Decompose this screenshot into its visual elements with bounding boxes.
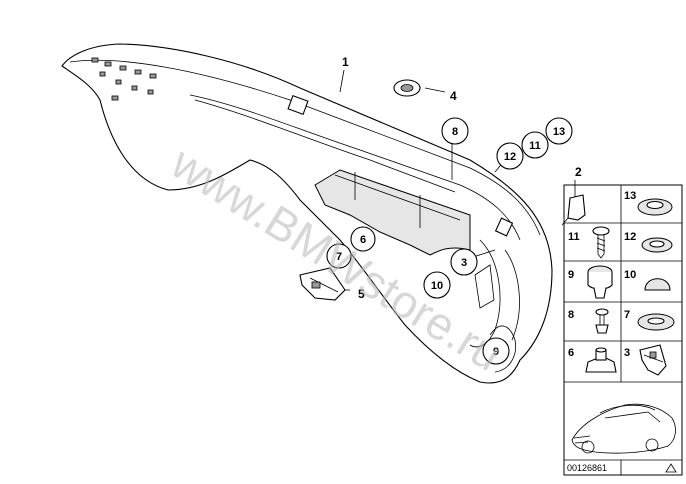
callout-7-label: 7 <box>336 251 342 263</box>
grid-cell-12: 12 <box>624 231 673 253</box>
bumper-shell <box>61 43 553 384</box>
callout-3: 3 <box>450 248 478 276</box>
warning-triangle-icon <box>665 463 677 473</box>
grid-label-11: 11 <box>568 231 580 243</box>
grid-cell-13: 13 <box>624 190 673 216</box>
label-2: 2 <box>575 165 582 179</box>
grid-label-9: 9 <box>568 269 574 281</box>
grid-cell-7: 7 <box>624 309 675 331</box>
callout-8: 8 <box>441 117 469 145</box>
callout-10-label: 10 <box>431 280 443 292</box>
callout-13-label: 13 <box>553 126 565 138</box>
label-1: 1 <box>342 55 349 69</box>
grid-label-10: 10 <box>624 269 636 281</box>
part-4-clip <box>393 79 421 97</box>
callout-3-label: 3 <box>461 257 467 269</box>
grid-cell-10: 10 <box>624 269 671 291</box>
grid-label-6: 6 <box>568 347 574 359</box>
car-thumbnail <box>571 403 676 454</box>
grid-label-12: 12 <box>624 231 636 243</box>
label-4: 4 <box>450 89 457 103</box>
part-2-bracket <box>561 194 586 226</box>
grid-cell-6: 6 <box>568 347 617 373</box>
parts-grid <box>563 184 683 476</box>
grid-label-13: 13 <box>624 190 636 202</box>
callout-12-label: 12 <box>504 151 516 163</box>
callout-11: 11 <box>521 131 549 159</box>
callout-6-label: 6 <box>360 234 366 246</box>
callout-9: 9 <box>482 337 510 365</box>
grid-cell-11: 11 <box>568 226 610 259</box>
callout-13: 13 <box>545 117 573 145</box>
grid-label-7: 7 <box>624 309 630 321</box>
callout-9-label: 9 <box>493 346 499 358</box>
label-5: 5 <box>358 287 365 301</box>
grid-label-3: 3 <box>624 347 630 359</box>
callout-12: 12 <box>496 142 524 170</box>
callout-8-label: 8 <box>452 126 458 138</box>
grid-cell-9: 9 <box>568 265 613 299</box>
callout-11-label: 11 <box>529 140 541 152</box>
callout-7: 7 <box>326 243 352 269</box>
part-5-bracket <box>299 267 346 301</box>
grid-cell-8: 8 <box>568 308 609 334</box>
diagram-code: 00126861 <box>567 463 607 473</box>
grid-cell-3: 3 <box>624 344 667 376</box>
callout-10: 10 <box>423 271 451 299</box>
grid-label-8: 8 <box>568 309 574 321</box>
callout-6: 6 <box>350 226 376 252</box>
